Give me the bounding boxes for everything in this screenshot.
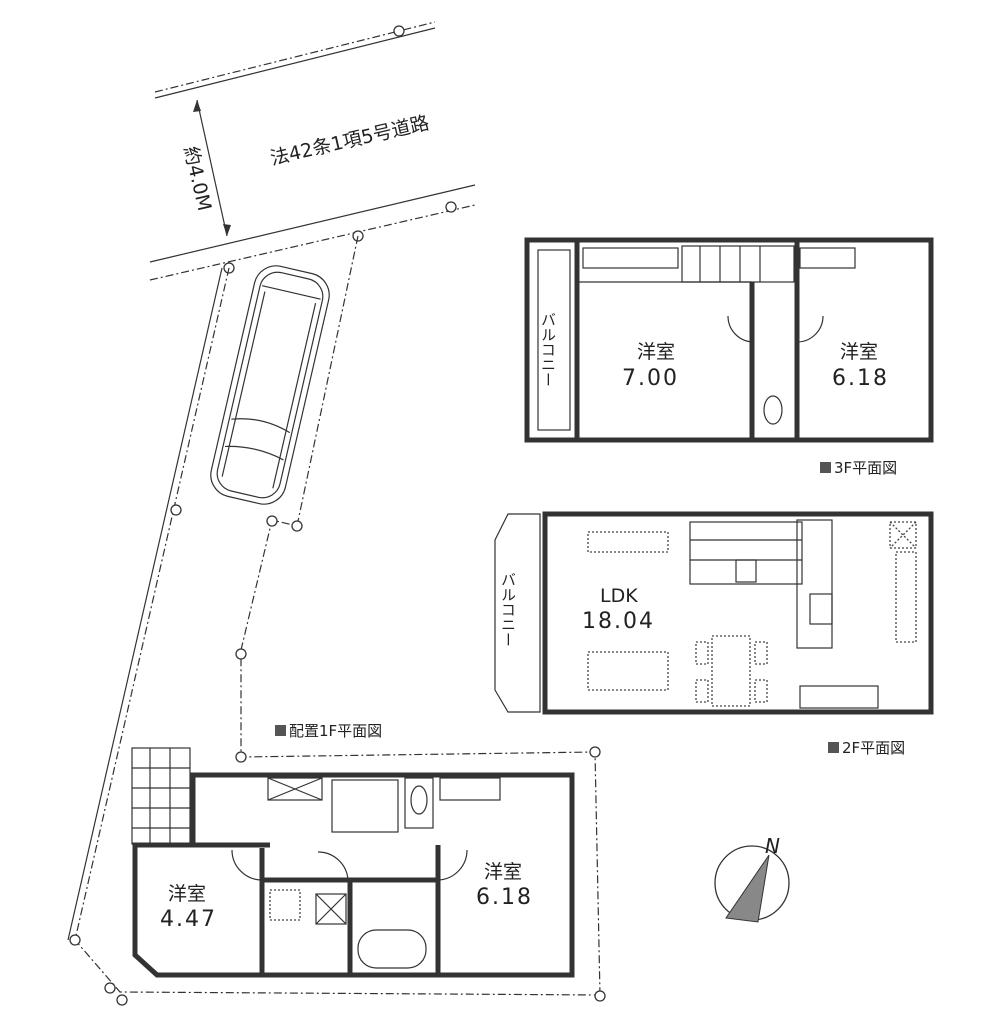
kitchen-counter [796, 519, 833, 649]
parked-car [210, 265, 330, 505]
floor3-balcony-label: バルコニー [539, 312, 557, 387]
boundary-marker [170, 504, 182, 516]
closet [439, 777, 501, 801]
floor2-room-name: LDK [600, 585, 638, 607]
boundary-marker [266, 515, 278, 527]
floor2-room-area: 18.04 [582, 609, 655, 634]
road-width-label: 約4.0M [179, 144, 215, 213]
boundary-marker [69, 934, 81, 946]
floor3-plan: バルコニー 洋室 7.00 洋室 6.18 3F平面図 [524, 237, 934, 477]
floor1-caption: 配置1F平面図 [289, 722, 382, 740]
compass-north-label: N [765, 834, 780, 858]
floor2-counter [799, 685, 879, 709]
floor3-room1-name: 洋室 [637, 341, 675, 363]
bathtub-icon [357, 929, 427, 969]
entrance-porch [131, 747, 191, 845]
closet [799, 247, 856, 269]
floor3-room2-area: 6.18 [832, 366, 889, 391]
road-width-dimension [196, 99, 228, 237]
boundary-marker [589, 746, 601, 758]
boundary-marker [235, 751, 247, 763]
dining-table [711, 635, 751, 707]
floor2-balcony [494, 513, 541, 713]
floor3-room2-name: 洋室 [840, 341, 878, 363]
sofa [587, 651, 669, 691]
toilet-icon [410, 785, 428, 815]
toilet-icon [763, 395, 783, 425]
floor2-stairs [689, 521, 803, 585]
road: 約4.0M 法42条1項5号道路 [149, 21, 476, 281]
boundary-marker [235, 648, 247, 660]
floor3-room1-area: 7.00 [622, 366, 679, 391]
compass-icon: N [714, 834, 790, 923]
floor1-room2-area: 6.18 [476, 885, 533, 910]
floor1-stairs [331, 779, 399, 833]
floor3-balcony [537, 249, 571, 431]
tv-stand [587, 531, 669, 553]
floor3-stairs [681, 245, 795, 283]
boundary-marker [445, 201, 457, 213]
floor2-caption: 2F平面図 [842, 739, 905, 757]
boundary-marker [104, 982, 116, 994]
floor3-caption: 3F平面図 [834, 459, 897, 477]
closet [582, 247, 679, 269]
floor2-plan: バルコニー LDK 18.04 2F平面図 [494, 511, 934, 757]
boundary-marker [116, 994, 128, 1006]
floor1-room1-area: 4.47 [160, 907, 217, 932]
road-label: 法42条1項5号道路 [268, 112, 431, 170]
floor2-balcony-label: バルコニー [499, 572, 517, 647]
boundary-marker [594, 990, 606, 1002]
boundary-marker [393, 25, 405, 37]
floor1-room1-name: 洋室 [168, 883, 206, 905]
site-boundary [67, 235, 606, 1006]
floor1-plan: 洋室 4.47 洋室 6.18 配置1F平面図 [131, 722, 575, 978]
boundary-marker [291, 520, 303, 532]
floor1-room2-name: 洋室 [484, 861, 522, 883]
sink-icon [809, 593, 833, 625]
